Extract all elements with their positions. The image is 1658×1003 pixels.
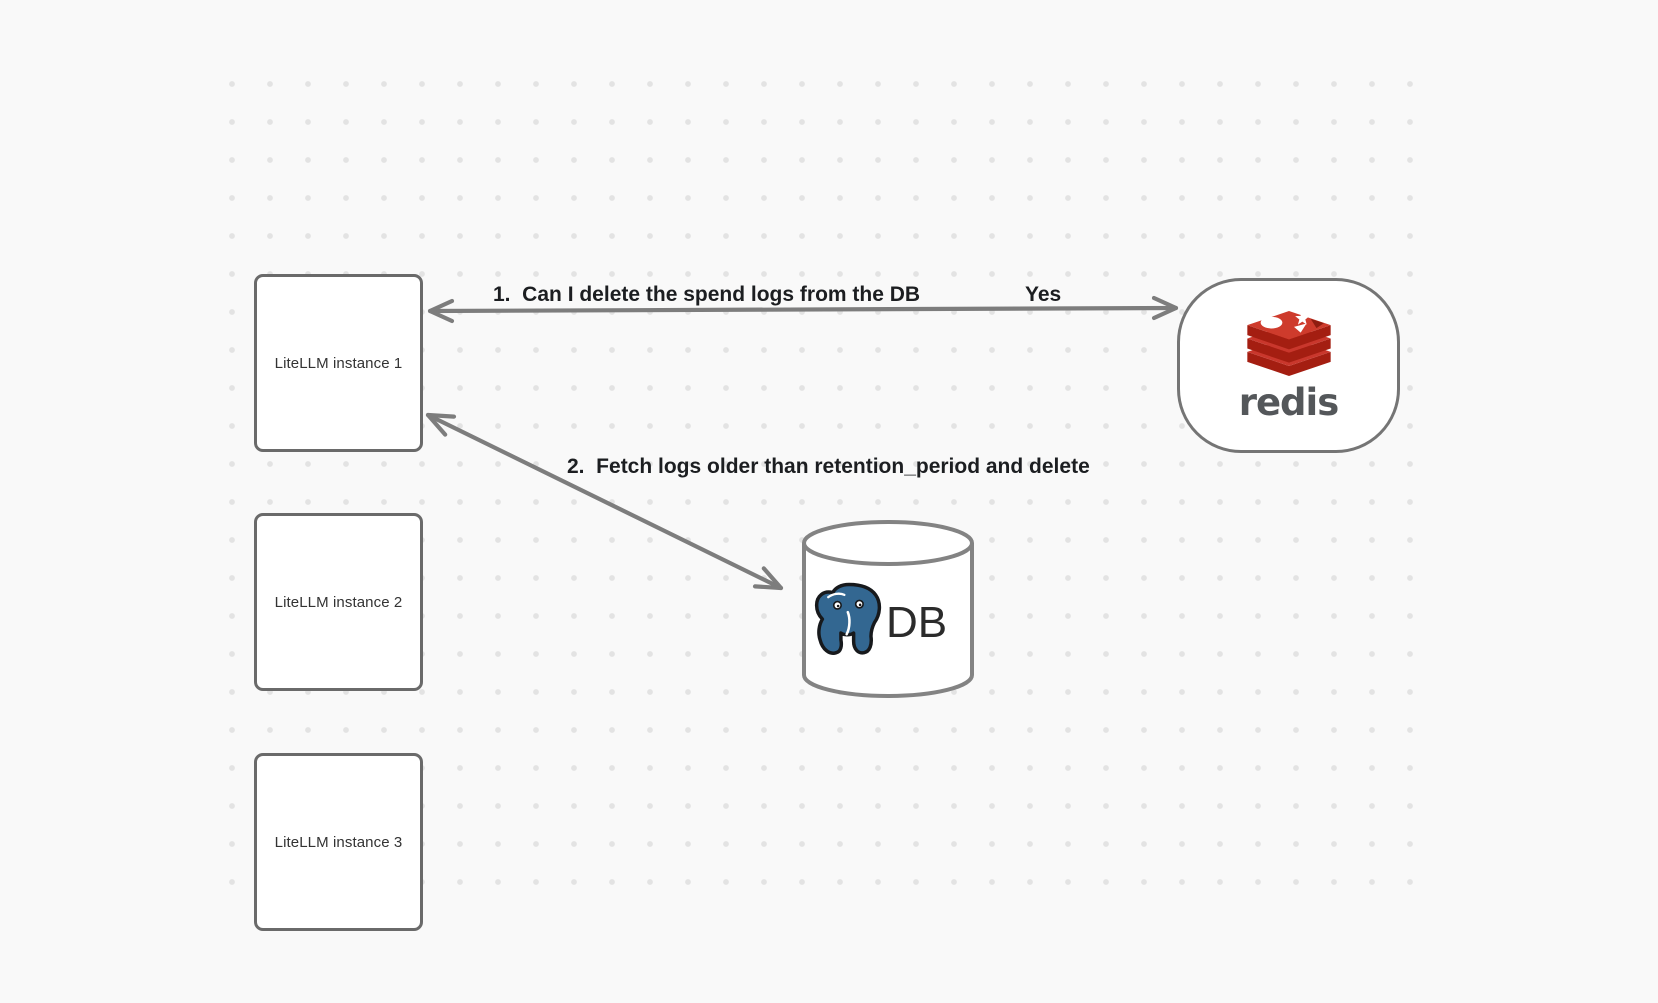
arrow-litellm-db[interactable] — [425, 412, 784, 591]
node-litellm-instance-1[interactable]: LiteLLM instance 1 — [254, 274, 423, 452]
node-litellm-instance-3[interactable]: LiteLLM instance 3 — [254, 753, 423, 931]
db-label: DB — [886, 598, 947, 647]
edge2-label: 2. Fetch logs older than retention_perio… — [567, 455, 1090, 478]
redis-stack-icon — [1246, 310, 1331, 376]
node-redis[interactable]: redis — [1177, 278, 1400, 453]
arrow-litellm-redis[interactable] — [427, 295, 1179, 324]
postgresql-elephant-icon — [814, 582, 882, 655]
redis-wordmark: redis — [1238, 380, 1340, 424]
node-db[interactable]: DB — [800, 517, 976, 701]
edge1-label: 1. Can I delete the spend logs from the … — [493, 283, 921, 306]
litellm-instance-2-label: LiteLLM instance 2 — [274, 593, 403, 611]
node-litellm-instance-2[interactable]: LiteLLM instance 2 — [254, 513, 423, 691]
litellm-instance-3-label: LiteLLM instance 3 — [274, 833, 403, 851]
db-cylinder-shape: DB — [802, 520, 974, 698]
edge1-answer-label: Yes — [1025, 283, 1062, 306]
litellm-instance-1-label: LiteLLM instance 1 — [274, 354, 403, 372]
